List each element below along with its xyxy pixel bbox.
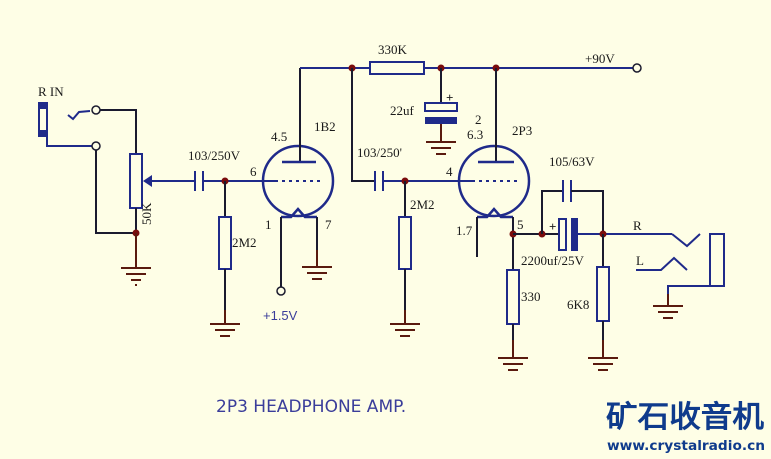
c-out-label: 2200uf/25V <box>521 253 584 268</box>
output-right-label: R <box>633 218 642 233</box>
decouple-capacitor <box>424 102 458 112</box>
jack-tip-terminal <box>91 105 101 115</box>
tube1-pin-fil2: 7 <box>325 217 332 232</box>
tube2-pin-plate-b: 6.3 <box>467 127 483 142</box>
plate-resistor-330k <box>369 61 425 75</box>
r-grid1-label: 2M2 <box>232 235 257 250</box>
r-cathode-label: 330 <box>521 289 541 304</box>
r-plate-label: 330K <box>378 42 408 57</box>
tube2-pin-fil1: 1.7 <box>456 223 473 238</box>
tube1-pin-grid: 6 <box>250 164 257 179</box>
ground-symbol <box>426 124 456 155</box>
tube-2p3 <box>457 68 531 281</box>
ground-symbol <box>210 310 240 337</box>
grid-resistor-2 <box>398 216 412 270</box>
output-capacitor: + <box>549 218 578 251</box>
pot-label: 50K <box>139 202 154 225</box>
cathode-resistor <box>506 269 520 325</box>
svg-text:+: + <box>446 90 453 105</box>
tube1-pin-fil1: 1 <box>265 217 272 232</box>
tube2-pin-fil2: 5 <box>517 217 524 232</box>
jack-label: R IN <box>38 84 64 99</box>
c-bypass-label: 105/63V <box>549 154 595 169</box>
coupling-capacitor <box>374 171 384 191</box>
filament-terminal <box>276 286 286 296</box>
output-jack <box>636 233 725 304</box>
brand-name: 矿石收音机 <box>606 400 764 435</box>
c-decouple-label: 22uf <box>390 103 415 118</box>
diagram-title: 2P3 HEADPHONE AMP. <box>216 397 406 417</box>
ground-symbol <box>588 340 618 371</box>
tube2-pin-plate-a: 2 <box>475 112 482 127</box>
svg-text:+: + <box>549 219 556 234</box>
filament-supply-label: +1.5V <box>263 308 298 323</box>
brand-url[interactable]: www.crystalradio.cn <box>607 439 765 454</box>
input-jack <box>38 102 101 151</box>
wiper-arrow-icon <box>143 175 152 187</box>
grid-resistor-1 <box>218 216 232 270</box>
tube2-pin-grid: 4 <box>446 164 453 179</box>
c-couple-label: 103/250' <box>357 145 402 160</box>
ground-symbol <box>302 250 332 280</box>
ground-symbol <box>390 310 420 337</box>
tube1-type: 1B2 <box>314 119 336 134</box>
ground-symbol <box>498 340 528 371</box>
bypass-capacitor <box>562 180 572 202</box>
tube2-type: 2P3 <box>512 123 532 138</box>
r-grid2-label: 2M2 <box>410 197 435 212</box>
tube1-pin-plate: 4.5 <box>271 129 287 144</box>
jack-sleeve-terminal <box>91 141 101 151</box>
load-resistor <box>596 266 610 322</box>
supply-label: +90V <box>585 51 615 66</box>
potentiometer-50k <box>129 153 143 209</box>
c-in-label: 103/250V <box>188 148 241 163</box>
r-load-label: 6K8 <box>567 297 589 312</box>
output-left-label: L <box>636 253 644 268</box>
ground-symbol <box>653 294 683 319</box>
tube-1b2 <box>261 68 335 287</box>
supply-terminal <box>632 63 642 73</box>
ground-symbol <box>121 233 151 286</box>
input-capacitor <box>194 171 204 191</box>
